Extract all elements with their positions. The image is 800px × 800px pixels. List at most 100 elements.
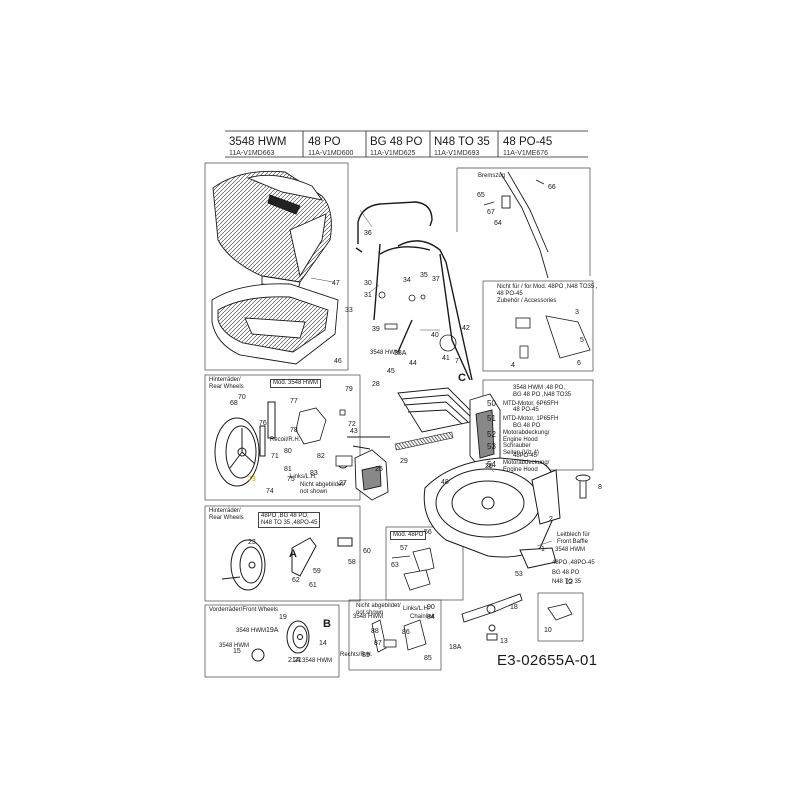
- callout-number: 60: [363, 548, 371, 555]
- callout-number: 71: [271, 453, 279, 460]
- callout-number: 47: [332, 280, 340, 287]
- cable-box-frame: [457, 167, 591, 276]
- rear-wheels-po-box: [204, 505, 361, 602]
- bracket-48po: [391, 547, 435, 591]
- model-name: BG 48 PO: [370, 136, 423, 148]
- callout-number: 18: [510, 604, 518, 611]
- model-column-2: 48 PO 11A-V1MD600: [308, 136, 353, 158]
- blade-adapter: [547, 603, 573, 621]
- callout-number: 88: [371, 628, 379, 635]
- handle-bracket-note: Links/L.H.: [403, 606, 430, 612]
- model-name: 48 PO-45: [503, 136, 553, 148]
- grass-bag-box: [204, 162, 349, 371]
- callout-number: 74: [266, 488, 274, 495]
- callout-number: 23: [248, 539, 256, 546]
- callout-number: 13: [500, 638, 508, 645]
- callout-number: 58: [348, 559, 356, 566]
- callout-number: 43: [350, 428, 358, 435]
- callout-number: 42: [462, 325, 470, 332]
- callout-number: 86: [402, 629, 410, 636]
- rear-wheels-po-model: 48PO ,BG 48 PO, N48 TO 35 ,48PO-45: [258, 512, 321, 528]
- rear-wheels-hwm-model: Mod. 3548 HWM: [270, 379, 322, 388]
- axle-rods: [347, 436, 390, 450]
- callout-number: 83: [310, 470, 318, 477]
- motor-legend-header-2: 48 PO-45: [513, 407, 539, 413]
- hwm-19a-label: 3548 HWM: [236, 628, 267, 634]
- callout-number: 46: [334, 358, 342, 365]
- handle-right-label: Rechts/R.H.: [340, 652, 373, 658]
- gear-bracket-hwm: [295, 407, 353, 467]
- handle-bracket: [371, 619, 427, 653]
- model-column-4: N48 TO 35 11A-V1MD693: [434, 136, 490, 158]
- accessories-box: [482, 280, 594, 372]
- leader-lines: [310, 209, 553, 547]
- legend-num: 52: [487, 430, 496, 439]
- motor-legend-header-4: 48PO-45: [513, 453, 538, 459]
- front-wheel: [251, 620, 310, 662]
- callout-number: 79: [345, 386, 353, 393]
- legend-num: 50: [487, 399, 496, 408]
- callout-number: 61: [309, 582, 317, 589]
- recoil-label: Recoil/R.H.: [270, 437, 301, 443]
- callout-number: 21: [294, 657, 302, 664]
- model-column-3: BG 48 PO 11A-V1MD625: [370, 136, 422, 158]
- model-name: N48 TO 35: [434, 136, 490, 148]
- callout-number: 31: [364, 292, 372, 299]
- callout-number: 37: [432, 276, 440, 283]
- callout-number: 89: [362, 652, 370, 659]
- callout-number: 38A: [394, 350, 407, 357]
- model-column-5: 48 PO-45 11A-V1ME676: [503, 136, 552, 158]
- model-code: 11A-V1MD663: [229, 150, 275, 157]
- callout-number: 36: [364, 230, 372, 237]
- callout-number: 75: [287, 476, 295, 483]
- document-code: E3-02655A-01: [497, 652, 598, 669]
- upper-handle: [355, 201, 473, 381]
- legend-text: MTD-Motor, 6P65FH: [503, 401, 559, 407]
- grass-bag-top: [212, 170, 332, 291]
- motor-legend-header-3: BG 48 PO: [513, 423, 541, 429]
- callout-number: 8: [598, 484, 602, 491]
- callout-number: 33: [345, 307, 353, 314]
- callout-number: 59: [313, 568, 321, 575]
- callout-number: 28: [372, 381, 380, 388]
- callout-number: 26: [485, 463, 493, 470]
- callout-number: 4: [511, 362, 515, 369]
- callout-number: 10: [544, 627, 552, 634]
- callout-number: 35: [420, 272, 428, 279]
- callout-number: 82: [317, 453, 325, 460]
- callout-number: 18A: [449, 644, 462, 651]
- not-shown-note: Nicht abgebildet/ not shown: [300, 482, 345, 495]
- callout-number: 85: [424, 655, 432, 662]
- callout-number: 73: [248, 476, 256, 483]
- callout-number: 68: [230, 400, 238, 407]
- callout-number: 1: [541, 546, 545, 553]
- height-adjuster-right: [469, 393, 501, 473]
- callout-number: 76: [259, 420, 267, 427]
- model-code: 11A-V1MD625: [370, 150, 416, 157]
- cable-title: Bremszug: [478, 173, 506, 179]
- callout-number: A: [289, 548, 297, 560]
- rear-wheels-hwm-note: Links/L.H.: [290, 474, 317, 480]
- brake-cable: [483, 171, 549, 279]
- legend-num: 53: [487, 442, 496, 451]
- callout-number: 21A: [288, 657, 301, 664]
- callout-number: 41: [442, 355, 450, 362]
- hwm-15-label: 3548 HWM: [219, 643, 250, 649]
- mower-deck: [423, 457, 561, 569]
- callout-number: 30: [364, 280, 372, 287]
- handle-bolts: [378, 291, 457, 352]
- blade-1c-label: N48 TO 35: [552, 579, 582, 585]
- callout-number: 19A: [266, 627, 279, 634]
- callout-number: C: [458, 372, 466, 384]
- callout-number: 63: [391, 562, 399, 569]
- callout-number: 81: [284, 466, 292, 473]
- legend-num: 54: [487, 460, 496, 469]
- callout-number: 57: [400, 545, 408, 552]
- callout-number: B: [323, 618, 331, 630]
- rear-wheels-hwm-box: [204, 374, 361, 501]
- model-code: 11A-V1MD693: [434, 150, 480, 157]
- callout-number: 25: [375, 466, 383, 473]
- callout-number: 15: [233, 648, 241, 655]
- model-name: 3548 HWM: [229, 136, 287, 148]
